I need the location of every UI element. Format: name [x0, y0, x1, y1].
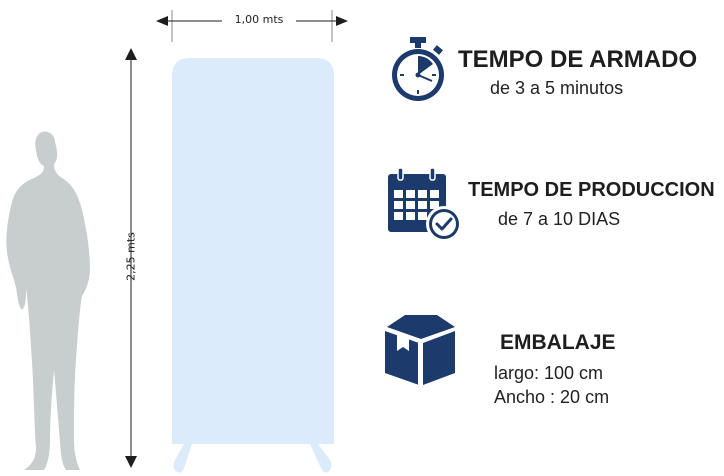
packaging-length: largo: 100 cm — [494, 363, 604, 383]
assembly-detail: de 3 a 5 minutos — [490, 78, 624, 98]
stopwatch-icon — [392, 37, 444, 101]
stand-foot-left — [173, 444, 192, 473]
stand-foot-right — [310, 444, 332, 473]
banner-stand — [172, 58, 334, 473]
production-detail: de 7 a 10 DIAS — [498, 209, 621, 229]
height-label: 2,25 mts — [124, 232, 138, 281]
assembly-title: TEMPO DE ARMADO — [458, 46, 698, 73]
calendar-check-icon — [388, 168, 462, 242]
packaging-width: Ancho : 20 cm — [494, 387, 610, 407]
production-title: TEMPO DE PRODUCCION — [468, 179, 715, 201]
height-dimension-arrow — [125, 48, 137, 468]
width-label: 1,00 mts — [222, 13, 296, 26]
person-silhouette — [6, 131, 90, 470]
packaging-title: EMBALAJE — [500, 331, 616, 354]
box-icon — [385, 315, 456, 385]
